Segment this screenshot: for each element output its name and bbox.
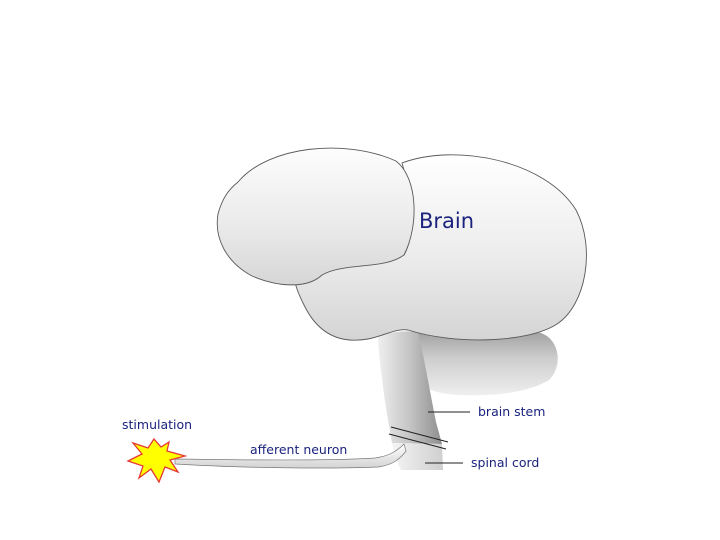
- spinal-cord-label: spinal cord: [471, 455, 540, 470]
- frontal-lobe: [216, 147, 415, 286]
- section-cut-line: [388, 433, 447, 450]
- stimulation-label: stimulation: [122, 417, 193, 432]
- brain-label: Brain: [419, 209, 475, 233]
- stimulation-starburst: [126, 437, 188, 484]
- cerebellum: [398, 327, 558, 396]
- brain-stem-label: brain stem: [478, 404, 546, 419]
- afferent-neuron: [174, 443, 407, 469]
- section-cut-line: [390, 426, 449, 443]
- afferent-neuron-label: afferent neuron: [250, 442, 348, 457]
- brain-stem: [378, 331, 442, 444]
